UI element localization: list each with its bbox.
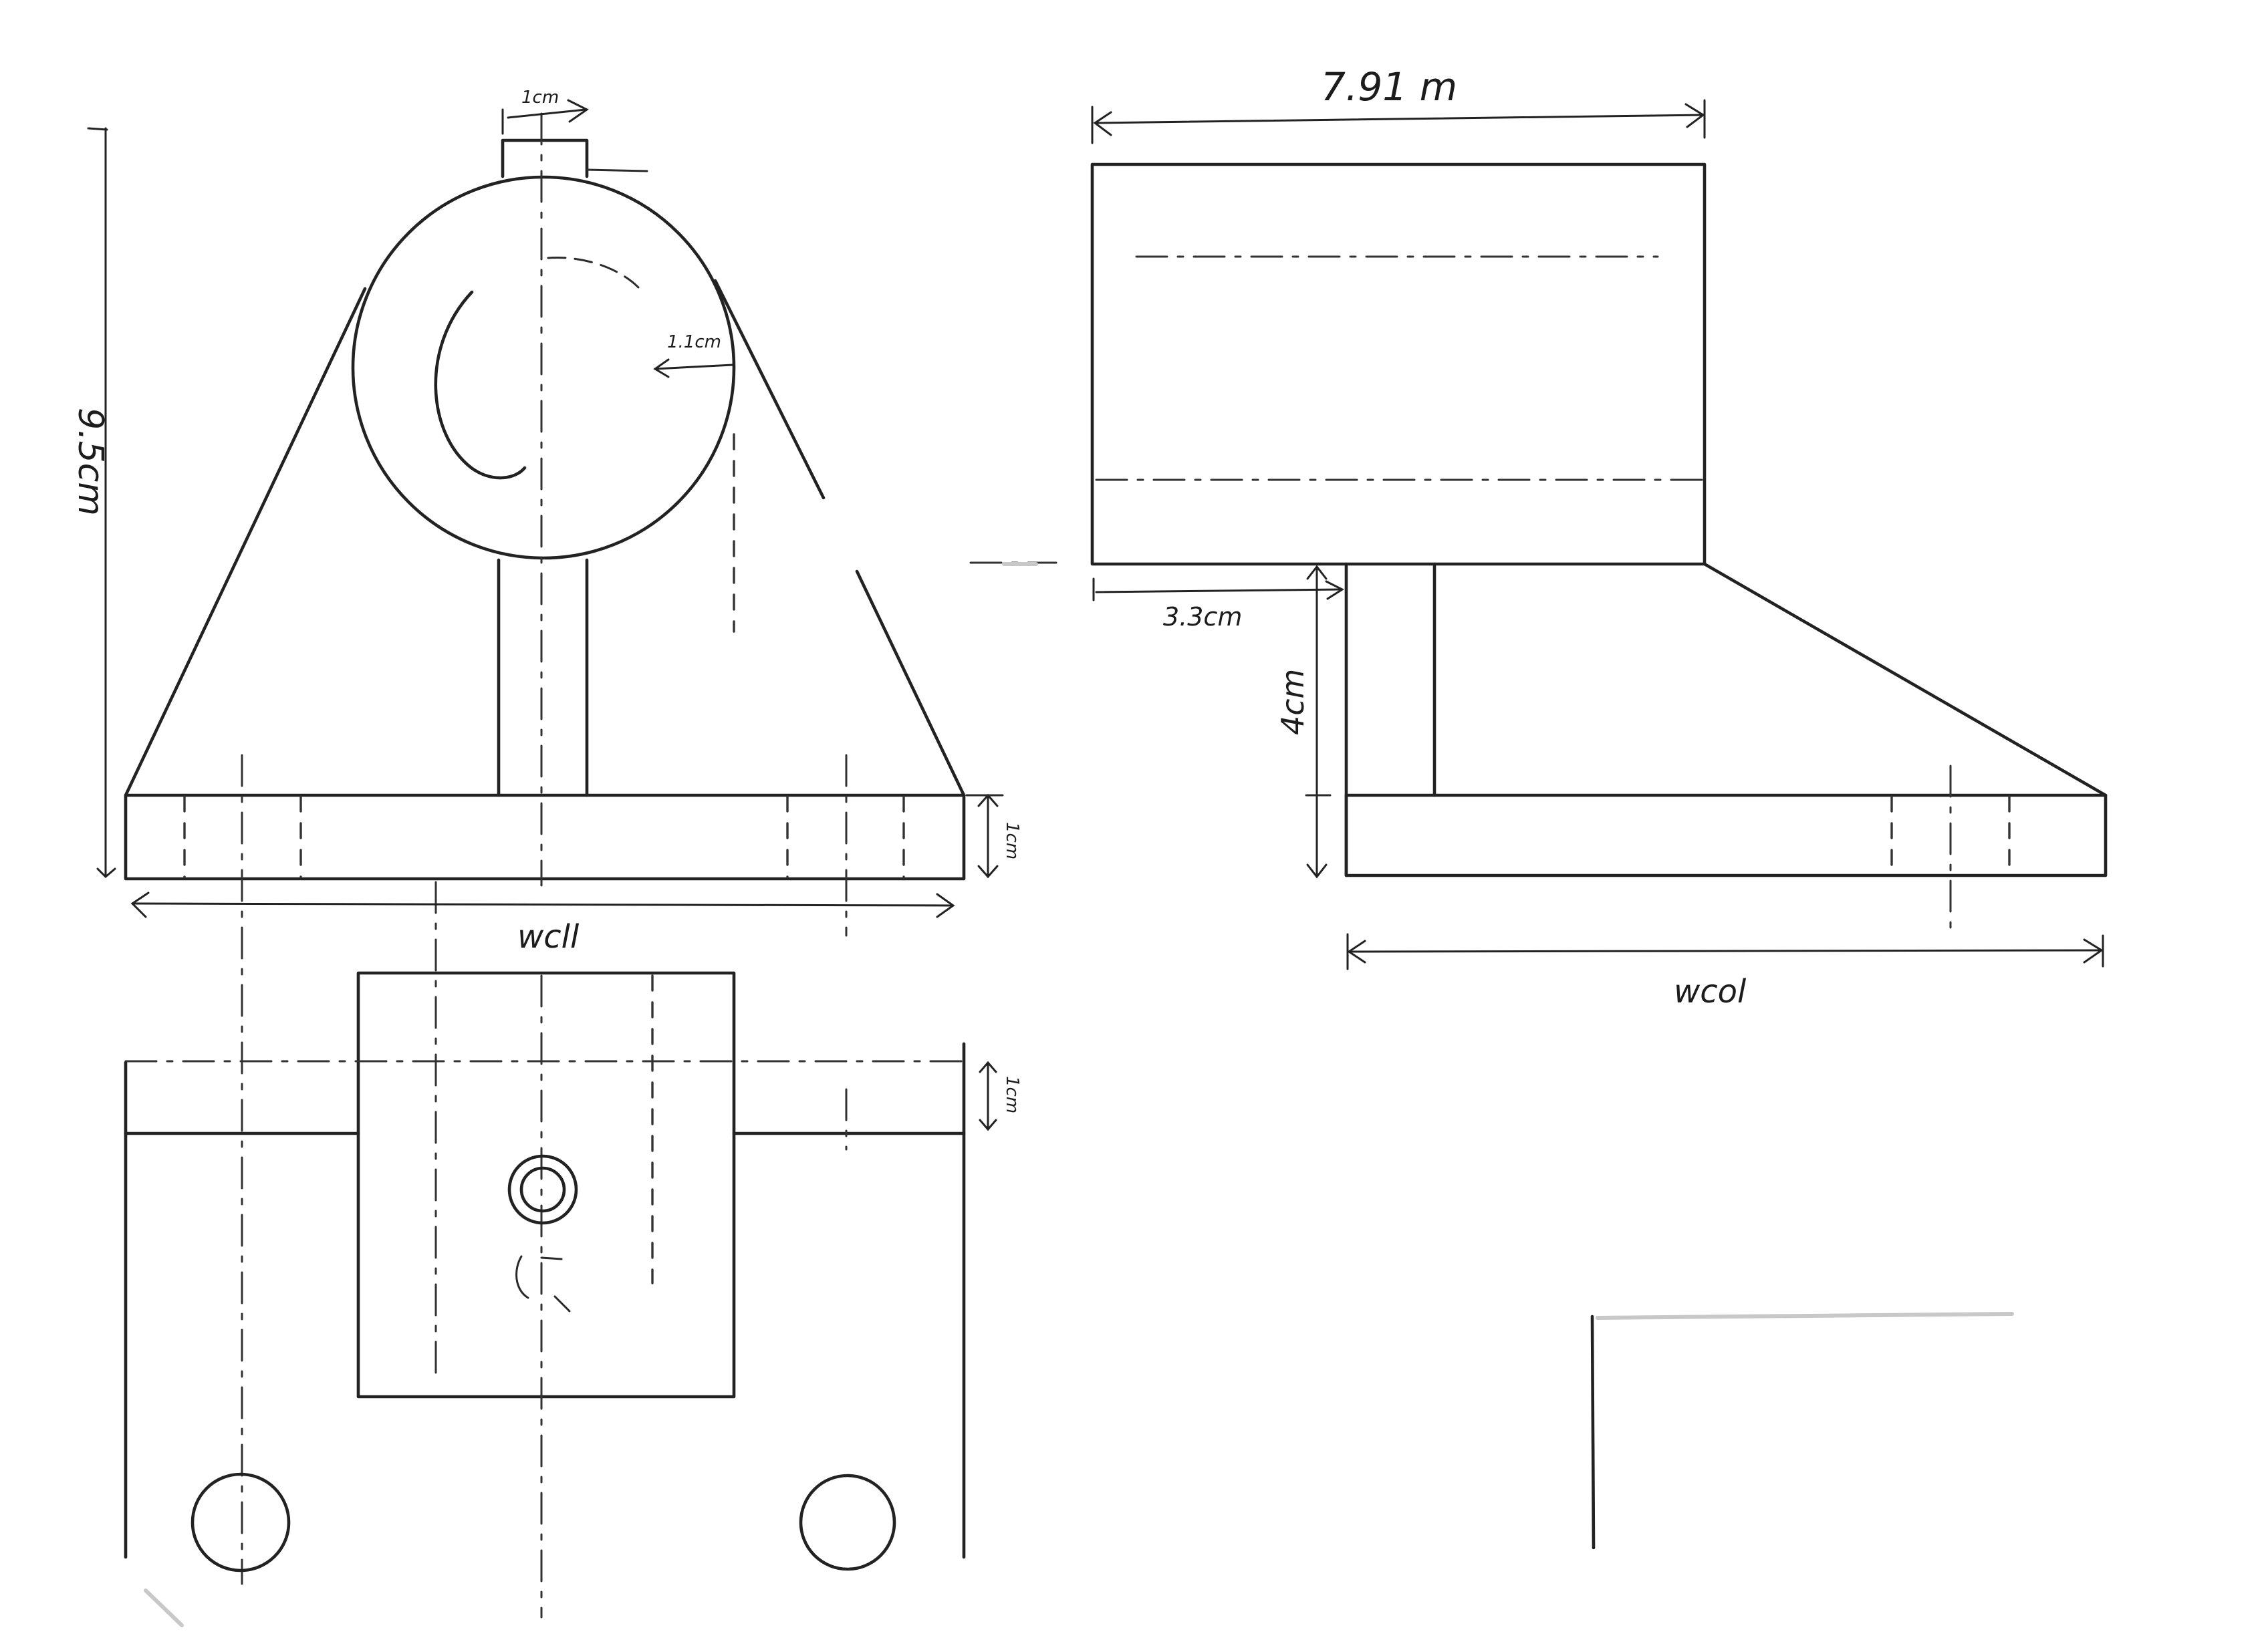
top-view: 1cm — [124, 971, 1022, 1627]
dim-side-length: 7.91 m — [1091, 64, 1706, 144]
label-wall-thickness: 1.1cm — [667, 332, 721, 352]
label-side-height: 4cm — [1275, 669, 1311, 735]
side-upper-block — [1090, 162, 1707, 566]
top-bolt-hole-left — [191, 1472, 291, 1572]
dim-overall-height: 9.5cm — [70, 127, 116, 879]
front-base-plate — [124, 793, 966, 881]
front-cylinder — [351, 175, 736, 560]
top-faint-mark — [144, 1589, 184, 1627]
dim-side-offset: 3.3cm — [1092, 577, 1345, 632]
dim-wall-thickness: 1.1cm — [653, 332, 734, 378]
top-boss-outer-circle — [507, 1154, 578, 1225]
label-overall-height: 9.5cm — [70, 408, 110, 516]
front-rib-left — [124, 287, 367, 797]
front-rib-right-lower — [855, 569, 966, 797]
stray-marks — [1002, 562, 2014, 1550]
label-side-base-width: wcol — [1674, 973, 1747, 1010]
label-side-offset: 3.3cm — [1163, 602, 1242, 632]
front-web-column — [497, 558, 589, 797]
label-base-thickness-front: 1cm — [1002, 822, 1022, 859]
label-base-width-front: wcll — [517, 918, 580, 956]
dim-side-base-width: wcol — [1346, 933, 2104, 1010]
front-view: 1cm 9.5cm 1.1cm 1cm wcll — [70, 88, 1057, 1585]
front-boss-extension-line — [586, 168, 648, 172]
top-sketch-marks — [515, 1255, 571, 1313]
side-base-plate — [1344, 793, 2108, 877]
top-bolt-hole-right — [799, 1474, 896, 1571]
dim-top-width: 1cm — [501, 88, 589, 135]
stray-vertical-stroke — [1590, 1315, 1596, 1550]
dim-rib-thickness: 1cm — [979, 1061, 1022, 1131]
label-rib-thickness: 1cm — [1002, 1076, 1022, 1113]
label-top-width: 1cm — [521, 88, 559, 108]
top-boss-block — [356, 971, 736, 1399]
front-top-boss — [501, 138, 589, 178]
side-view: 7.91 m 3.3cm 4cm wcol — [1090, 64, 2108, 1010]
side-rib — [1703, 562, 2108, 797]
label-side-length: 7.91 m — [1321, 64, 1457, 110]
front-inner-arc — [434, 290, 527, 480]
top-boss-inner-circle — [519, 1166, 566, 1213]
dim-side-height: 4cm — [1275, 565, 1332, 879]
front-rib-right — [713, 279, 826, 500]
dim-base-width-front: wcll — [130, 891, 955, 956]
front-inner-arc-hidden — [547, 256, 640, 289]
dim-base-thickness-front: 1cm — [965, 793, 1022, 879]
